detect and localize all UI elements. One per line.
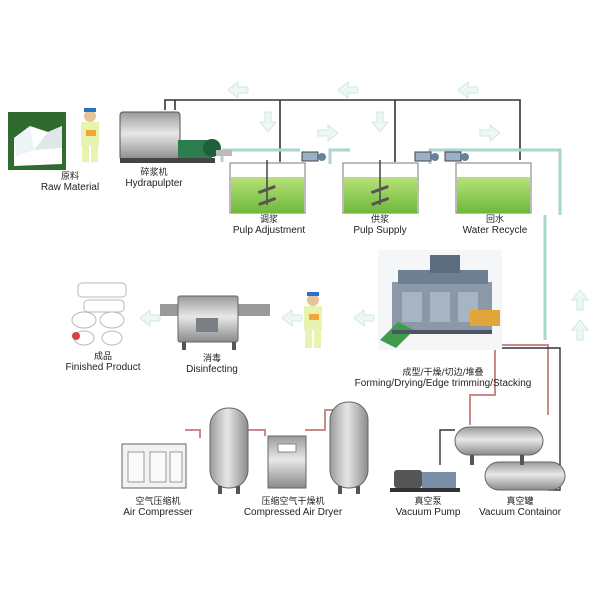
water-recycle-label-en: Water Recycle xyxy=(462,225,528,237)
flow-arrow-down xyxy=(258,111,278,133)
air-storage-tank xyxy=(209,407,249,494)
vacuum-pump-label-en: Vacuum Pump xyxy=(395,507,461,519)
flow-arrow-left xyxy=(139,308,161,328)
pulp-supply-label-en: Pulp Supply xyxy=(353,225,407,237)
water-recycle-label-zh: 回水 xyxy=(485,215,504,225)
pulp-adjustment-tank xyxy=(229,160,306,214)
air-compressor-machine xyxy=(121,443,187,489)
hydrapulpter-machine xyxy=(119,111,232,163)
finished-product-label-zh: 成品 xyxy=(93,352,112,362)
flow-arrow-right xyxy=(479,123,501,143)
pulp-adjustment-label: 调浆 Pulp Adjustment xyxy=(224,215,314,237)
vacuum-container-tank xyxy=(454,426,566,491)
air-storage-tank xyxy=(329,401,369,494)
worker-figure xyxy=(304,292,322,348)
flow-arrow-left xyxy=(457,80,479,100)
air-dryer-label: 压缩空气干燥机 Compressed Air Dryer xyxy=(236,497,350,519)
raw-material-label-en: Raw Material xyxy=(40,182,100,194)
worker-figure xyxy=(81,108,99,162)
forming-label-en: Forming/Drying/Edge trimming/Stacking xyxy=(354,378,532,390)
flow-arrow-up xyxy=(570,319,590,341)
pulp-pipes xyxy=(164,99,521,162)
disinfecting-machine xyxy=(160,295,270,350)
flow-arrow-up xyxy=(570,289,590,311)
flow-arrow-down xyxy=(370,111,390,133)
air-dryer-machine xyxy=(267,435,307,489)
flow-arrow-left xyxy=(281,308,303,328)
finished-product-image xyxy=(71,282,127,346)
pulp-adjustment-label-en: Pulp Adjustment xyxy=(232,225,306,237)
raw-material-label: 原料 Raw Material xyxy=(35,172,105,194)
forming-label: 成型/干燥/切边/堆叠 Forming/Drying/Edge trimming… xyxy=(348,368,538,390)
pulp-supply-tank xyxy=(342,160,419,214)
disinfecting-label-zh: 消毒 xyxy=(202,354,221,364)
water-recycle-tank xyxy=(455,162,532,214)
pulp-supply-label: 供浆 Pulp Supply xyxy=(340,215,420,237)
flow-arrows xyxy=(139,80,590,341)
raw-material-label-zh: 原料 xyxy=(60,172,79,182)
finished-product-label: 成品 Finished Product xyxy=(58,352,148,374)
flow-arrow-left xyxy=(227,80,249,100)
flow-arrow-left xyxy=(353,308,375,328)
vacuum-pump-label-zh: 真空泵 xyxy=(414,497,442,507)
disinfecting-label: 消毒 Disinfecting xyxy=(180,354,244,376)
flow-arrow-right xyxy=(317,123,339,143)
finished-product-label-en: Finished Product xyxy=(65,362,141,374)
air-compresser-label: 空气压缩机 Air Compresser xyxy=(110,497,206,519)
vacuum-container-label-en: Vacuum Containor xyxy=(478,507,562,519)
vacuum-pump-machine xyxy=(390,470,460,492)
air-dryer-label-en: Compressed Air Dryer xyxy=(243,507,343,519)
hydrapulpter-label-en: Hydrapulpter xyxy=(125,178,183,190)
forming-machine-image xyxy=(378,250,502,350)
pump xyxy=(414,151,469,162)
vacuum-container-label-zh: 真空罐 xyxy=(506,497,534,507)
air-compresser-label-en: Air Compresser xyxy=(123,507,193,519)
raw-material-image xyxy=(8,112,66,170)
water-recycle-label: 回水 Water Recycle xyxy=(452,215,538,237)
pulp-supply-label-zh: 供浆 xyxy=(370,215,389,225)
hydrapulpter-label-zh: 碎浆机 xyxy=(140,168,168,178)
flow-arrow-left xyxy=(337,80,359,100)
hydrapulpter-label: 碎浆机 Hydrapulpter xyxy=(114,168,194,190)
disinfecting-label-en: Disinfecting xyxy=(186,364,238,376)
air-dryer-label-zh: 压缩空气干燥机 xyxy=(261,497,325,507)
air-compresser-label-zh: 空气压缩机 xyxy=(135,497,181,507)
pump xyxy=(301,151,326,162)
pulp-adjustment-label-zh: 调浆 xyxy=(259,215,278,225)
forming-label-zh: 成型/干燥/切边/堆叠 xyxy=(402,368,484,378)
vacuum-pump-label: 真空泵 Vacuum Pump xyxy=(388,497,468,519)
vacuum-container-label: 真空罐 Vacuum Containor xyxy=(470,497,570,519)
